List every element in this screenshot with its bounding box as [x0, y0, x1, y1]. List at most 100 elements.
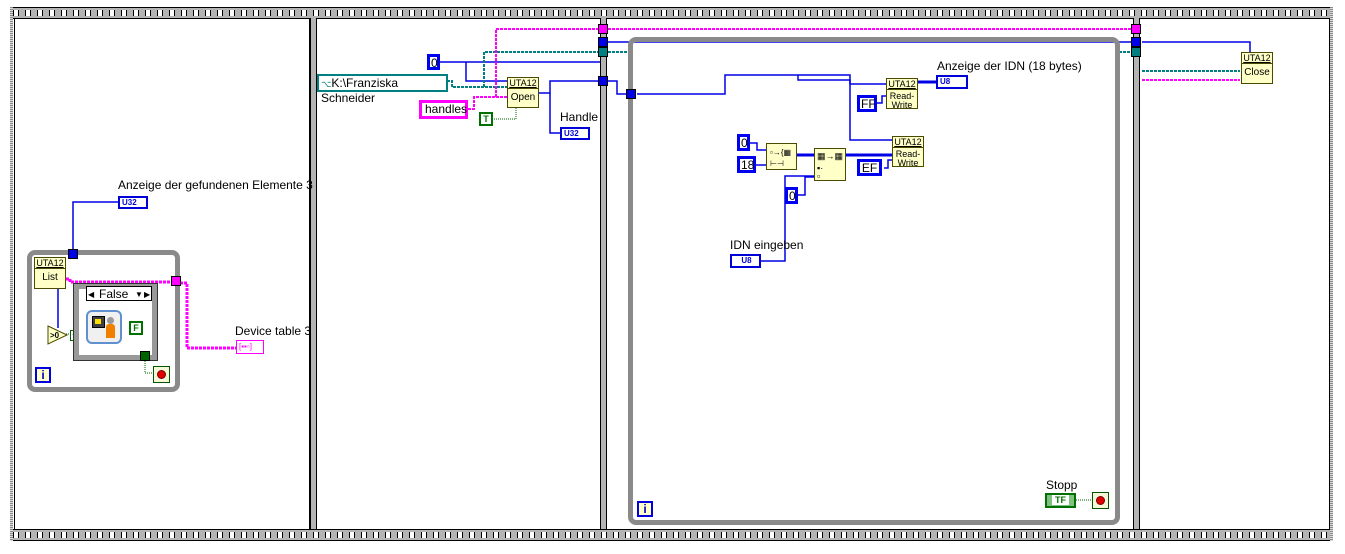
tunnel-handle-f2	[598, 76, 608, 86]
uta12-readwrite-subvi-2[interactable]: UTA12 Read- Write	[892, 136, 924, 168]
wire-handle-in-loop	[637, 74, 886, 95]
close-subvi-body: Close	[1244, 67, 1270, 78]
wire-bool-true	[492, 106, 517, 120]
handle-indicator-type: U32	[564, 129, 579, 138]
case-prev-arrow-icon[interactable]: ◀	[88, 290, 95, 299]
stop-control-type: TF	[1052, 495, 1069, 505]
rw1-body1: Read-	[889, 91, 915, 101]
handles-value: handles	[425, 102, 468, 116]
wire-ff	[877, 95, 886, 104]
rw1-body2: Write	[891, 100, 913, 110]
frame-divider-2	[600, 18, 607, 529]
sequence-top-strip	[10, 7, 1333, 19]
open-subvi-body: Open	[510, 92, 536, 103]
wire-path-open	[447, 80, 508, 88]
zero-constant[interactable]: 0	[427, 54, 440, 70]
case-bool-tunnel	[140, 351, 150, 361]
loop2-stop-terminal[interactable]	[1092, 492, 1109, 509]
zero-constant-index[interactable]: 0	[785, 187, 798, 204]
sequence-bottom-strip	[10, 529, 1333, 541]
frame4-area	[1139, 18, 1330, 529]
dimension-size-icon: ⊢⊣	[770, 159, 784, 168]
uta12-close-subvi[interactable]: UTA12 Close	[1241, 52, 1273, 84]
handle-indicator[interactable]: U32	[560, 127, 590, 140]
device-table-indicator[interactable]: [▪▪▫]	[236, 340, 264, 354]
wire-const0-init	[750, 142, 766, 151]
wire-open-handle	[538, 80, 600, 94]
loop1-tunnel-table	[171, 276, 181, 286]
loop2-iteration-terminal: i	[637, 501, 653, 517]
tunnel-blue-f2	[598, 37, 608, 47]
initialize-array-icon: ▫→{▦	[770, 148, 792, 157]
case-selector-value: False	[99, 287, 129, 301]
size-constant-18[interactable]: 18	[737, 156, 756, 173]
uta12-list-subvi[interactable]: UTA12 List	[34, 257, 66, 289]
loop1-tunnel-count	[68, 249, 78, 259]
replace-array-icon: ▦→▦	[817, 151, 844, 161]
rw2-header: UTA12	[893, 137, 923, 148]
wire-handles-through	[495, 28, 600, 97]
list-subvi-body: List	[42, 272, 58, 283]
user-dialog-express-vi-icon[interactable]	[86, 310, 122, 344]
path-constant[interactable]: ⌥K:\Franziska Schneider	[317, 74, 448, 105]
count-indicator-type: U32	[122, 198, 137, 207]
element-terminal-icon: ▫	[817, 171, 821, 181]
case-selector[interactable]: ◀ False ▼ ▶	[86, 286, 152, 301]
wire-handle-into-loop	[608, 80, 628, 95]
handle-indicator-label: Handle	[560, 110, 599, 124]
wire-const0b	[798, 176, 814, 196]
idn-input-control[interactable]: U8	[730, 254, 761, 268]
zero-constant-array-init[interactable]: 0	[737, 134, 750, 151]
case-next-arrow-icon[interactable]: ▶	[144, 290, 151, 299]
wire-ef	[884, 159, 892, 169]
handles-constant[interactable]: handles	[419, 100, 468, 119]
tunnel-blue-f3	[1131, 37, 1141, 47]
wire-count	[72, 201, 120, 255]
count-indicator[interactable]: U32	[118, 196, 148, 209]
tunnel-teal-f2	[598, 47, 608, 57]
frame-divider-1	[310, 18, 317, 529]
uta12-readwrite-subvi-1[interactable]: UTA12 Read- Write	[886, 78, 918, 110]
idn-indicator[interactable]: U8	[936, 75, 968, 89]
idn-indicator-label: Anzeige der IDN (18 bytes)	[937, 59, 1082, 73]
true-constant[interactable]: T	[479, 112, 493, 126]
while-loop-2[interactable]	[628, 37, 1120, 525]
replace-array-subset-node[interactable]: ▦→▦ ▪· ▫	[814, 148, 846, 181]
idn-input-label: IDN eingeben	[730, 238, 804, 252]
case-dropdown-icon[interactable]: ▼	[135, 290, 143, 299]
while-loop-1[interactable]	[27, 250, 180, 392]
frame-divider-3	[1133, 18, 1140, 529]
stop-control-label: Stopp	[1046, 478, 1078, 492]
uta12-open-subvi[interactable]: UTA12 Open	[507, 77, 539, 108]
tunnel-pink-f2	[598, 24, 608, 34]
initialize-array-node[interactable]: ▫→{▦ ⊢⊣	[766, 143, 797, 170]
wire-handle-rw2	[797, 75, 892, 141]
ef-constant[interactable]: EF	[857, 159, 882, 176]
wire-idn-in	[760, 175, 814, 262]
compare-label: >0	[50, 331, 60, 340]
wire-path-through	[483, 51, 600, 87]
list-subvi-header: UTA12	[35, 258, 65, 269]
loop1-stop-terminal[interactable]	[153, 366, 170, 383]
sequence-right-edge	[1330, 7, 1333, 541]
person-icon	[106, 317, 115, 339]
path-icon: ⌥	[321, 79, 332, 89]
monitor-icon	[92, 316, 105, 328]
count-indicator-label: Anzeige der gefundenen Elemente 3	[118, 178, 313, 192]
device-table-label: Device table 3	[235, 324, 312, 338]
frame1-area	[14, 18, 310, 529]
path-value: K:\Franziska Schneider	[321, 76, 399, 105]
loop2-tunnel-handle	[626, 89, 636, 99]
compare-triangle-outline: >0	[47, 325, 69, 345]
ff-constant[interactable]: FF	[857, 95, 877, 112]
sequence-left-edge	[10, 7, 13, 541]
close-subvi-header: UTA12	[1242, 53, 1272, 64]
tunnel-teal-f3	[1131, 47, 1141, 57]
wire-open-handle-ind	[549, 93, 562, 134]
loop1-iteration-terminal: i	[35, 367, 51, 383]
rw2-body2: Write	[897, 158, 919, 168]
wire-zero-to-open	[465, 62, 508, 82]
stop-control[interactable]: TF	[1045, 493, 1076, 508]
false-constant[interactable]: F	[129, 321, 143, 335]
